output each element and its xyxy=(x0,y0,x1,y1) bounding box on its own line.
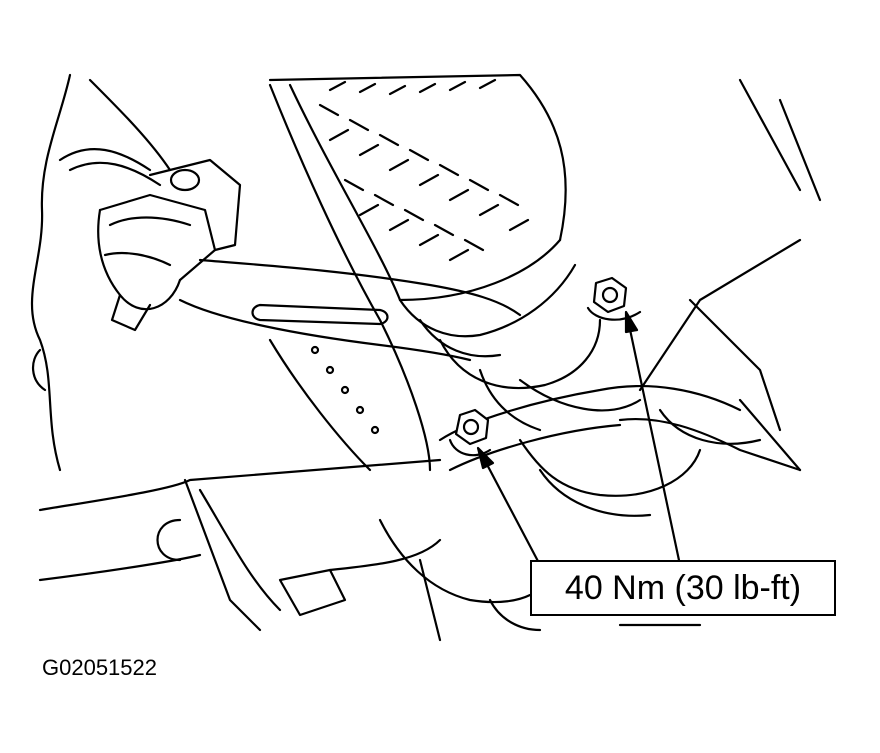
figure-id-label: G02051522 xyxy=(42,655,157,680)
engine-block-outline xyxy=(30,73,172,472)
arrow-icon xyxy=(476,446,542,567)
mounting-plate xyxy=(438,78,822,517)
oxygen-sensor xyxy=(58,148,242,332)
hex-bolt-icon xyxy=(586,276,642,321)
arrow-icon xyxy=(624,310,682,567)
torque-spec-callout: 40 Nm (30 lb-ft) xyxy=(530,560,836,616)
bracket-strap xyxy=(178,258,522,362)
pipe-collar xyxy=(398,263,642,432)
subframe xyxy=(38,458,702,642)
frame-rail xyxy=(268,83,432,472)
cover-dots xyxy=(310,345,380,435)
hex-bolt-icon xyxy=(448,408,492,457)
flex-pipe xyxy=(268,73,567,302)
